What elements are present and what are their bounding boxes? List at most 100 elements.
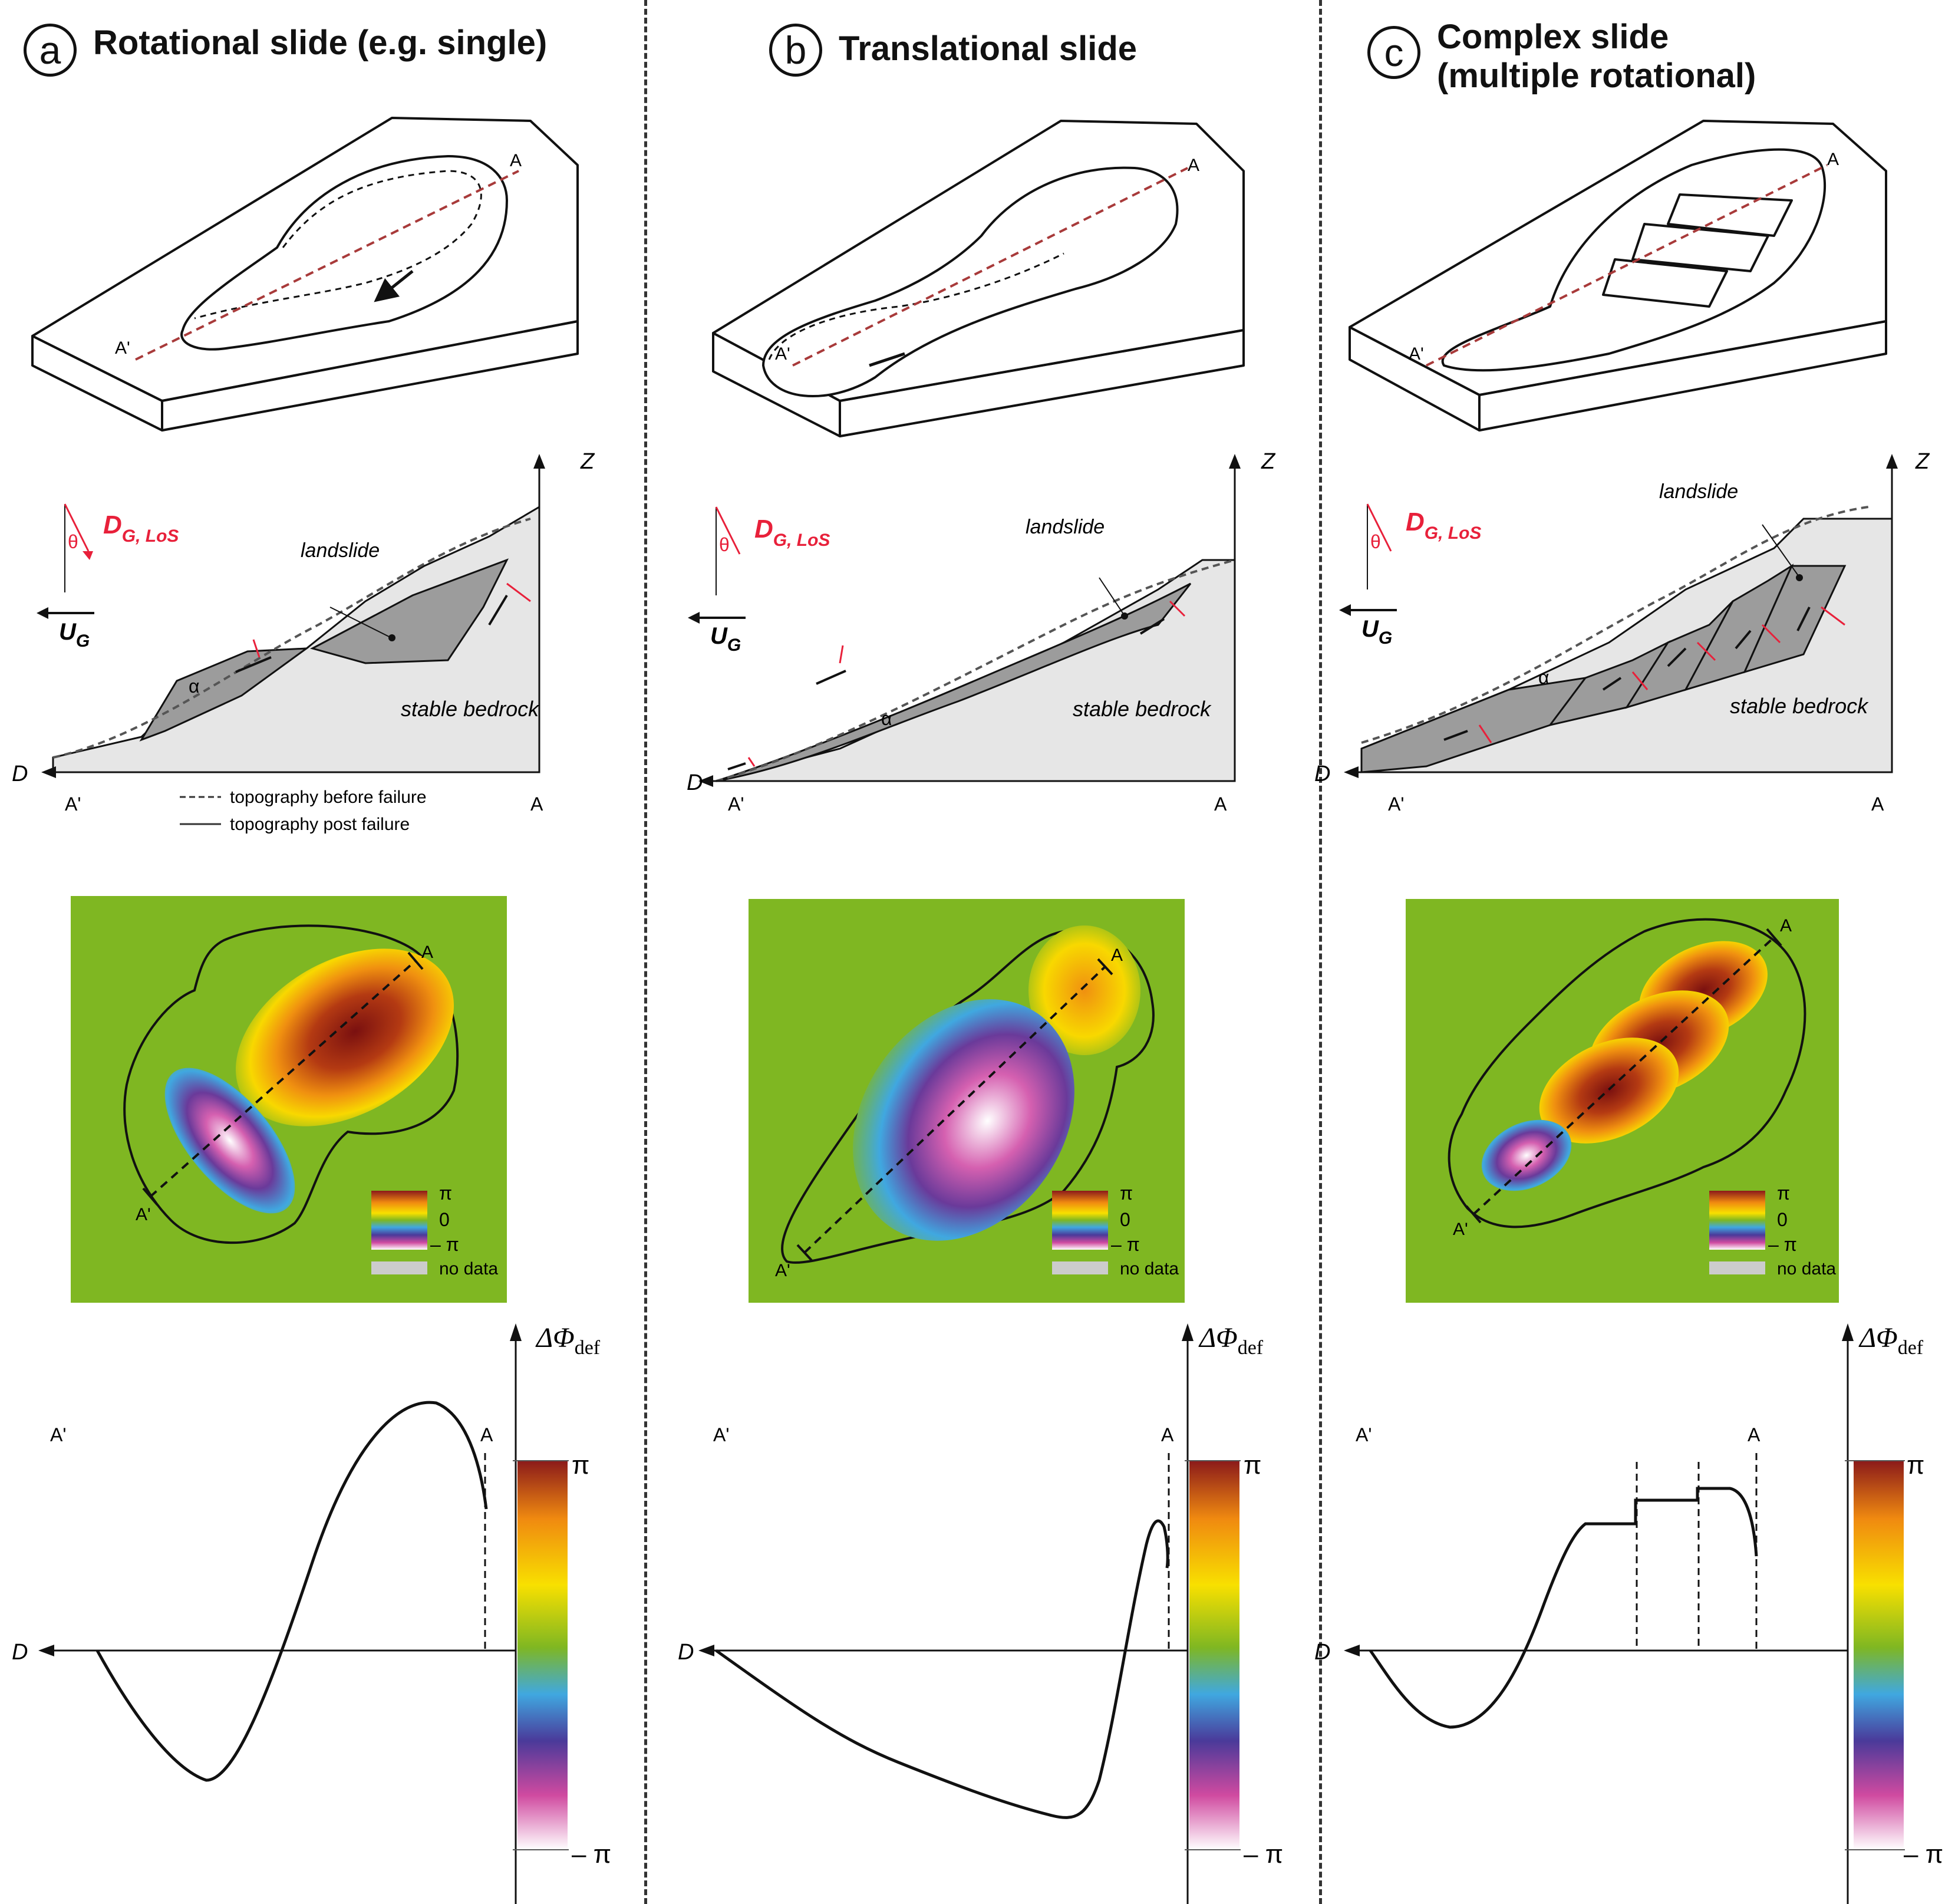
label-a-block: A — [1188, 156, 1199, 175]
alpha-label: α — [881, 708, 892, 729]
label-a-prime-section: A' — [728, 793, 744, 815]
block-diagram — [1349, 120, 1887, 431]
panel-title: c Complex slide (multiple rotational) — [1367, 18, 1756, 95]
insar-map — [1406, 899, 1839, 1303]
profile-d: D — [678, 1640, 694, 1665]
panel-letter: b — [769, 24, 822, 77]
landslide-label: landslide — [1026, 516, 1105, 538]
insar-a-label: A — [1111, 946, 1123, 965]
scale-pi: π — [1777, 1182, 1790, 1204]
insar-a-label: A — [421, 943, 433, 962]
scale-zero: 0 — [439, 1209, 450, 1230]
phase-profile — [38, 1323, 569, 1904]
profile-minus-pi: – π — [572, 1840, 611, 1869]
ug-label: UG — [710, 623, 741, 655]
panel-title-text: Translational slide — [839, 29, 1138, 68]
axis-z-label: Z — [580, 449, 595, 474]
bedrock-label: stable bedrock — [1073, 697, 1212, 721]
scale-zero: 0 — [1777, 1209, 1788, 1230]
panel-a: a Rotational slide (e.g. single) A A' — [0, 0, 651, 1904]
dphi-label: ΔΦdef — [1198, 1322, 1264, 1359]
profile-a-prime: A' — [1356, 1424, 1372, 1445]
block-diagram — [31, 117, 579, 431]
scale-minus-pi: – π — [430, 1234, 459, 1255]
no-data-label: no data — [1777, 1259, 1836, 1279]
panel-letter: a — [24, 24, 77, 77]
ug-label: UG — [1361, 616, 1392, 648]
landslide-label: landslide — [301, 539, 380, 562]
dg-los-label: DG, LoS — [103, 510, 179, 546]
ug-label: UG — [59, 619, 90, 651]
bedrock-label: stable bedrock — [401, 697, 540, 721]
profile-a: A — [480, 1424, 493, 1445]
dg-los-label: DG, LoS — [1406, 508, 1481, 543]
axis-z-label: Z — [1915, 449, 1930, 474]
dphi-label: ΔΦdef — [535, 1322, 601, 1359]
phase-profile — [1344, 1323, 1905, 1904]
theta-label: θ — [1370, 531, 1381, 552]
no-data-label: no data — [439, 1259, 498, 1279]
insar-a-prime-label: A' — [1453, 1220, 1468, 1239]
profile-pi: π — [1907, 1451, 1924, 1480]
bedrock-label: stable bedrock — [1730, 694, 1869, 718]
label-a-prime-section: A' — [1388, 793, 1404, 815]
block-diagram — [712, 120, 1245, 437]
profile-d: D — [1314, 1640, 1330, 1665]
cross-section — [1339, 454, 1898, 778]
phase-profile — [698, 1323, 1241, 1904]
scale-pi: π — [1120, 1182, 1133, 1204]
cross-section — [37, 454, 545, 778]
label-a-prime-block: A' — [1409, 344, 1424, 364]
label-a-section: A — [1214, 793, 1227, 815]
profile-a-prime: A' — [713, 1424, 729, 1445]
label-a-prime-block: A' — [115, 338, 130, 358]
profile-d: D — [12, 1640, 28, 1665]
insar-a-label: A — [1780, 916, 1792, 935]
profile-pi: π — [572, 1451, 589, 1480]
panel-title: b Translational slide — [769, 24, 1137, 77]
label-a-block: A — [1827, 150, 1839, 169]
alpha-label: α — [189, 676, 200, 697]
theta-label: θ — [68, 531, 78, 552]
theta-label: θ — [719, 534, 730, 555]
insar-map — [71, 896, 507, 1303]
scale-minus-pi: – π — [1111, 1234, 1140, 1255]
label-a-prime-block: A' — [775, 344, 790, 364]
profile-minus-pi: – π — [1244, 1840, 1283, 1869]
landslide-label: landslide — [1659, 480, 1738, 503]
label-a-section: A — [530, 793, 543, 815]
no-data-label: no data — [1120, 1259, 1179, 1279]
dg-los-label: DG, LoS — [754, 515, 830, 550]
axis-z-label: Z — [1261, 449, 1276, 474]
divider-right — [1319, 0, 1322, 1904]
label-a-block: A — [510, 151, 522, 170]
divider-left — [644, 0, 647, 1904]
legend-before: topography before failure — [230, 788, 427, 807]
insar-a-prime-label: A' — [136, 1205, 151, 1224]
axis-d-label: D — [1314, 762, 1330, 786]
panel-letter: c — [1367, 26, 1420, 79]
dphi-label: ΔΦdef — [1858, 1322, 1924, 1359]
insar-map — [749, 899, 1185, 1303]
axis-d-label: D — [687, 770, 703, 795]
panel-b: b Translational slide A A' — [651, 0, 1303, 1904]
panel-title-text: Complex slide (multiple rotational) — [1437, 18, 1756, 95]
profile-a: A — [1161, 1424, 1174, 1445]
scale-zero: 0 — [1120, 1209, 1130, 1230]
panel-c: c Complex slide (multiple rotational) A … — [1303, 0, 1955, 1904]
label-a-section: A — [1871, 793, 1884, 815]
scale-pi: π — [439, 1182, 452, 1204]
topography-legend — [180, 796, 221, 825]
profile-pi: π — [1244, 1451, 1261, 1480]
alpha-label: α — [1538, 667, 1550, 688]
axis-d-label: D — [12, 762, 28, 786]
cross-section — [688, 454, 1241, 787]
profile-a-prime: A' — [50, 1424, 66, 1445]
panel-title-text: Rotational slide (e.g. single) — [93, 24, 548, 62]
label-a-prime-section: A' — [65, 793, 81, 815]
profile-minus-pi: – π — [1904, 1840, 1943, 1869]
legend-after: topography post failure — [230, 815, 410, 834]
scale-minus-pi: – π — [1768, 1234, 1797, 1255]
panel-title: a Rotational slide (e.g. single) — [24, 24, 547, 77]
insar-a-prime-label: A' — [775, 1261, 790, 1280]
